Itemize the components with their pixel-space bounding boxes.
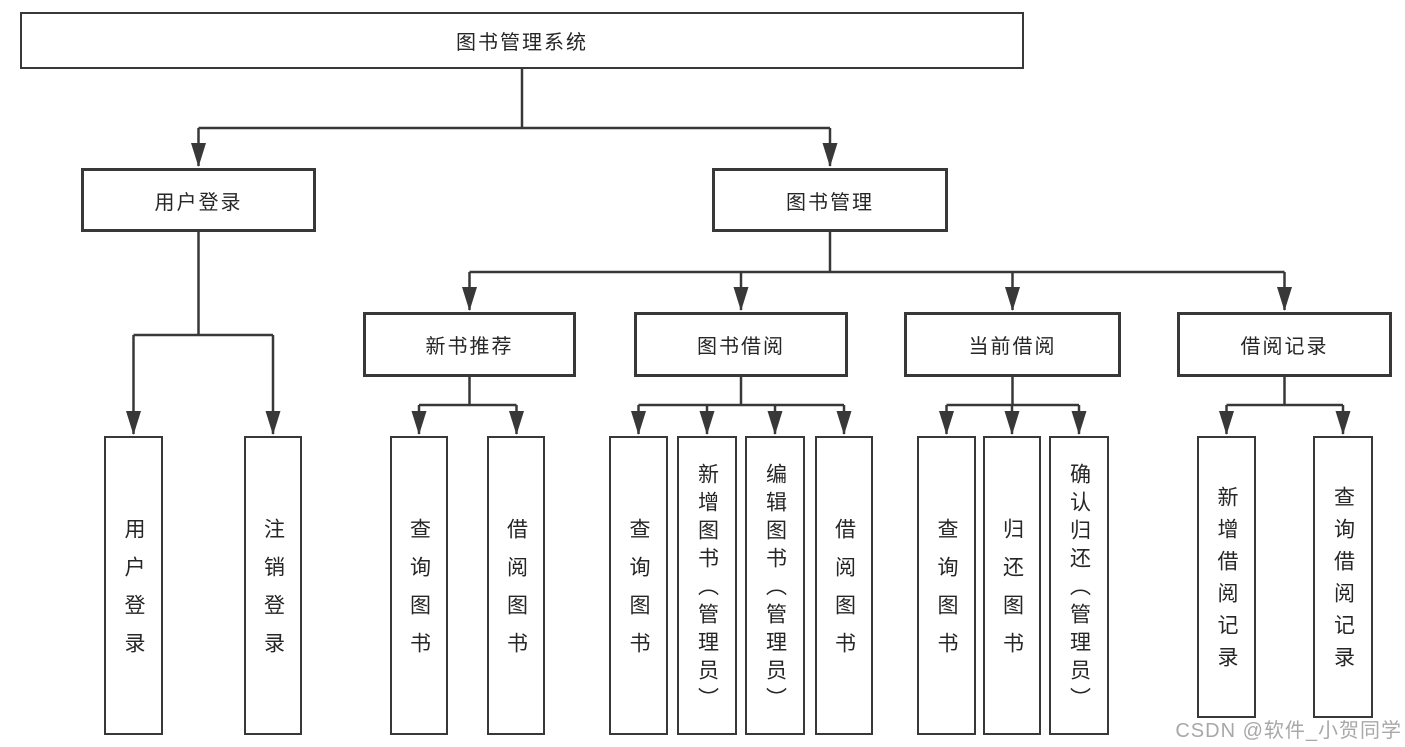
leaf-add-borrow-record: 新增借阅记录 [1197,436,1256,718]
node-borrowing-records: 借阅记录 [1177,312,1392,377]
leaf-add-borrow-record-label: 新增借阅记录 [1215,486,1238,678]
leaf-user-login-label: 用户登录 [122,517,145,670]
node-new-book-recommendation: 新书推荐 [363,312,576,377]
leaf-user-login: 用户登录 [104,436,163,735]
leaf-query-books-recommend: 查询图书 [390,436,448,735]
node-user-login: 用户登录 [81,168,316,232]
leaf-logout: 注销登录 [244,436,302,735]
leaf-query-books-current-label: 查询图书 [935,517,958,670]
leaf-return-books-label: 归还图书 [1000,517,1024,670]
leaf-borrow-books-recommend-label: 借阅图书 [504,517,528,670]
leaf-logout-label: 注销登录 [261,517,285,670]
watermark: CSDN @软件_小贺同学 [1175,720,1402,742]
leaf-query-books-current: 查询图书 [917,436,976,735]
leaf-query-books-recommend-label: 查询图书 [407,517,431,670]
leaf-query-books-borrowing-label: 查询图书 [627,517,650,670]
leaf-add-books-admin-label: 新增图书（管理员） [695,462,719,715]
leaf-query-books-borrowing: 查询图书 [609,436,668,735]
leaf-edit-books-admin: 编辑图书（管理员） [745,436,805,735]
node-book-borrowing: 图书借阅 [634,312,848,377]
node-current-borrowing: 当前借阅 [904,312,1121,377]
leaf-return-books: 归还图书 [983,436,1041,735]
leaf-borrow-books-recommend: 借阅图书 [487,436,545,735]
leaf-query-borrow-record-label: 查询借阅记录 [1331,486,1355,678]
leaf-borrow-books-borrowing: 借阅图书 [815,436,873,735]
leaf-edit-books-admin-label: 编辑图书（管理员） [763,462,787,715]
node-book-management: 图书管理 [712,168,948,232]
leaf-confirm-return-admin-label: 确认归还（管理员） [1067,462,1091,715]
leaf-confirm-return-admin: 确认归还（管理员） [1049,436,1109,735]
leaf-borrow-books-borrowing-label: 借阅图书 [832,517,856,670]
node-library-management-system: 图书管理系统 [20,12,1024,69]
leaf-add-books-admin: 新增图书（管理员） [677,436,737,735]
leaf-query-borrow-record: 查询借阅记录 [1313,436,1373,718]
